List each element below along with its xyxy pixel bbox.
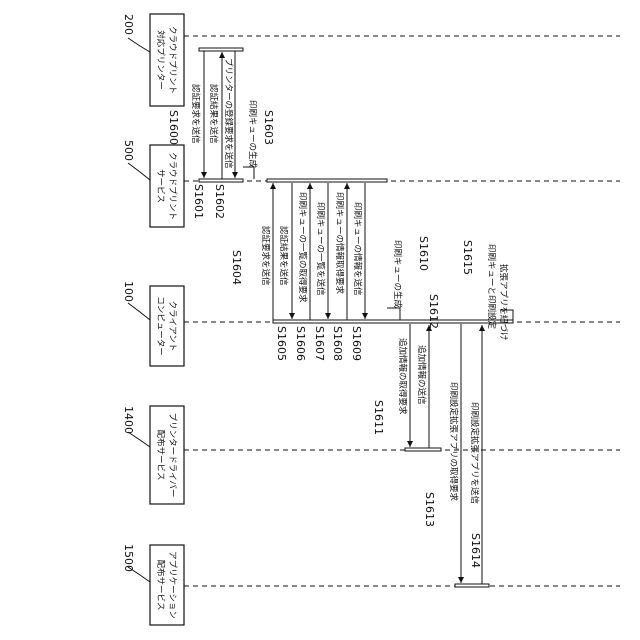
actor-label: クライアント [167, 301, 177, 352]
message-label: 印刷設定拡張アプリを送信 [469, 402, 480, 505]
self-loop-arrow [387, 308, 400, 320]
arrow-head [407, 441, 413, 447]
actor-ref-number: 200 [122, 14, 135, 35]
message-label: 認証結果を送信 [208, 84, 219, 144]
activation-bars [199, 48, 513, 587]
step-label: S1607 [313, 326, 326, 361]
actor-label: コンピューター [155, 296, 165, 356]
message-label: 印刷キューの情報取得要求 [334, 192, 345, 295]
message-label: 印刷キューの生成 [247, 100, 258, 169]
actor-ref-number: 1400 [122, 406, 135, 434]
message-label: 拡張アプリを紐づけ [498, 264, 509, 341]
actor-label: 配布サービス [155, 559, 166, 610]
self-msg-s1615: 印刷キューと印刷設定 拡張アプリを紐づけ S1615 [461, 240, 513, 341]
self-msg-s1610: 印刷キューの生成 S1610 [387, 236, 430, 320]
actor-label: プリンタードライバー [167, 413, 177, 498]
step-label: S1615 [461, 240, 474, 275]
message-label: 印刷キューの一覧を送信 [315, 202, 326, 296]
actor-ref-number: 100 [122, 281, 135, 302]
arrow-head [270, 183, 276, 189]
activation-bar-cloud-service-2 [267, 179, 387, 182]
actor-driver-service: プリンタードライバー 配布サービス 1400 [122, 406, 184, 504]
step-label: S1606 [294, 326, 307, 361]
msg-s1605: 認証結果を送信 S1605 [275, 183, 295, 361]
msg-s1604: 認証要求を送信 S1604 [230, 183, 276, 320]
msg-s1611: 追加情報の取得要求 S1611 [372, 324, 413, 447]
msg-s1607: 印刷キューの一覧を送信 S1607 [313, 183, 331, 361]
actor-label: アプリケーション [167, 551, 177, 619]
step-label: S1611 [372, 400, 385, 435]
arrow-head [362, 313, 368, 319]
step-label: S1612 [427, 294, 440, 329]
message-label: 印刷キューの一覧の取得要求 [297, 192, 308, 303]
actor-cloud-service: クラウドプリント サービス 500 [122, 140, 184, 227]
message-label: 印刷キューと印刷設定 [486, 244, 497, 330]
actor-cloud-printer: クラウドプリント 対応プリンター 200 [122, 14, 184, 106]
actor-ref-number: 500 [122, 140, 135, 161]
step-label: S1601 [192, 184, 205, 219]
message-label: 印刷キューの情報を送信 [352, 202, 363, 296]
step-label: S1610 [417, 236, 430, 271]
step-label: S1600 [167, 110, 180, 145]
activation-bar-cloud-service-1 [199, 179, 243, 182]
step-label: S1614 [469, 533, 482, 568]
ref-leader-line [128, 303, 150, 320]
activation-bar-driver-service [405, 448, 441, 451]
arrow-head [232, 172, 238, 178]
arrow-head [479, 325, 485, 331]
msg-s1606: 印刷キューの一覧の取得要求 S1606 [294, 183, 313, 361]
step-label: S1608 [331, 326, 344, 361]
diagram-body: クラウドプリント 対応プリンター 200 クラウドプリント サービス 500 ク… [122, 14, 620, 625]
arrow-head [307, 183, 313, 189]
message-label: 印刷キューの生成 [392, 240, 403, 309]
message-label: 印刷設定拡張アプリの取得要求 [448, 382, 459, 502]
actor-label: 対応プリンター [155, 30, 166, 90]
step-label: S1605 [275, 326, 288, 361]
step-label: S1603 [262, 110, 275, 145]
arrow-head [325, 313, 331, 319]
self-loop-arrow [243, 167, 254, 179]
actor-label: サービス [155, 169, 165, 203]
step-label: S1604 [230, 250, 243, 285]
message-label: 追加情報の送信 [416, 345, 427, 405]
actor-label: 配布サービス [155, 429, 166, 480]
step-label: S1609 [350, 326, 363, 361]
actor-client: クライアント コンピューター 100 [122, 281, 184, 366]
step-label: S1613 [423, 492, 436, 527]
arrow-head [201, 172, 207, 178]
ref-leader-line [128, 38, 150, 52]
activation-bar-client [273, 320, 513, 323]
msg-s1609: 印刷キューの情報を送信 S1609 [350, 183, 368, 361]
activation-bar-app-service [455, 584, 489, 587]
ref-leader-line [128, 163, 150, 180]
actor-app-service: アプリケーション 配布サービス 1500 [122, 544, 184, 625]
actor-label: クラウドプリント [167, 26, 177, 94]
msg-s1612: 追加情報の送信 S1612 [416, 294, 440, 448]
self-msg-s1603: 印刷キューの生成 S1603 [243, 100, 275, 179]
arrow-head [458, 577, 464, 583]
arrow-head [289, 313, 295, 319]
ref-leader-line [128, 567, 150, 582]
message-label: 認証結果を送信 [278, 226, 289, 286]
message-label: 認証要求を送信 [190, 84, 201, 144]
step-label: S1602 [213, 184, 226, 219]
activation-bar-cloud-printer [199, 48, 243, 51]
ref-leader-line [128, 432, 150, 447]
message-label: 認証要求を送信 [260, 226, 271, 286]
actor-label: クラウドプリント [167, 152, 177, 220]
msg-s1614: 印刷設定拡張アプリを送信 S1614 [469, 325, 485, 584]
message-label: プリンターの登録要求を送信 [223, 58, 234, 169]
message-label: 追加情報の取得要求 [397, 338, 408, 415]
msg-s1608: 印刷キューの情報取得要求 S1608 [331, 183, 350, 361]
arrow-head [344, 183, 350, 189]
